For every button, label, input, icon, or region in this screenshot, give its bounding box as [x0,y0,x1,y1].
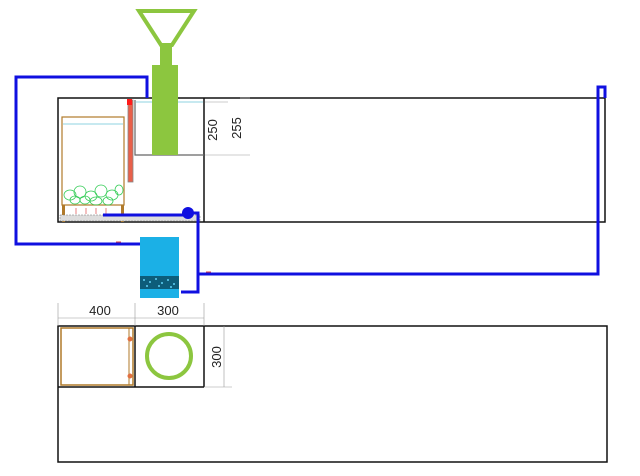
dimension-lines-top [57,303,232,388]
top-view-tank [57,325,608,463]
reactor-feed-pipe [14,75,149,246]
fitting-icon [127,336,133,342]
skimmer-neck [160,45,172,65]
funnel-icon [135,9,198,47]
filter-sock-frame [61,116,125,206]
heater-cap [127,99,132,105]
heater [127,99,134,183]
filter-leg-left [62,205,65,222]
return-pipe [181,211,200,294]
filter-media [63,184,124,206]
reactor-media-band [140,276,179,289]
dim-255: 255 [229,117,244,139]
dimension-lines-side [205,97,250,156]
dim-300-depth: 300 [209,346,224,368]
display-return-pipe [198,85,607,276]
dim-400: 400 [89,303,111,318]
dim-250: 250 [205,119,220,141]
dim-300-width: 300 [157,303,179,318]
filter-box-top [60,327,134,386]
skimmer-body [152,65,178,155]
side-view-tank [57,97,606,223]
skimmer-top-circle [145,332,193,380]
reactor-media-dots [143,278,175,288]
fitting-icon [127,373,133,379]
skimmer-chamber [134,100,204,156]
drip-arrows [75,208,107,214]
